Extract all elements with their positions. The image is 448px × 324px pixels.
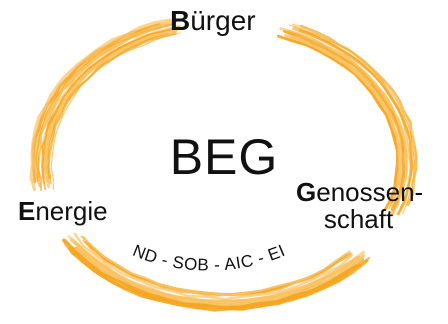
brush-stroke xyxy=(80,235,351,296)
brush-stroke xyxy=(68,247,369,312)
word-genossenschaft: Genossen- schaft xyxy=(296,177,424,235)
word-genossenschaft-line2: schaft xyxy=(323,204,394,235)
regions-label: ND - SOB - AIC - EI xyxy=(130,241,288,275)
brush-stroke xyxy=(73,232,353,301)
brush-stroke xyxy=(63,238,358,309)
ring-segment-upper-right xyxy=(276,23,418,216)
orange-brush-ring xyxy=(29,18,418,312)
ring-segment-bottom xyxy=(62,232,371,312)
word-genossenschaft-initial: G xyxy=(296,177,317,207)
brush-stroke xyxy=(47,32,177,180)
brush-stroke xyxy=(47,33,169,184)
ring-segment-left xyxy=(29,18,182,192)
brush-stroke xyxy=(279,27,409,209)
brush-stroke xyxy=(29,18,172,192)
regions-label-path: ND - SOB - AIC - EI xyxy=(130,241,287,275)
brush-stroke xyxy=(41,25,181,191)
brush-stroke xyxy=(288,24,416,215)
word-energie-initial: E xyxy=(18,196,36,226)
brush-stroke xyxy=(289,35,401,206)
brush-stroke xyxy=(82,239,353,297)
word-genossenschaft-rest: enossen- xyxy=(316,177,424,207)
brush-stroke xyxy=(77,247,359,303)
word-buerger-rest: ürger xyxy=(190,5,256,36)
brush-stroke xyxy=(284,37,399,203)
brush-stroke xyxy=(299,28,414,216)
word-energie-rest: nergie xyxy=(35,196,108,226)
brush-stroke xyxy=(283,29,405,211)
word-buerger-initial: B xyxy=(170,5,191,36)
logo-center-text: BEG xyxy=(169,129,279,185)
word-buerger: Bürger xyxy=(170,7,256,35)
brush-stroke xyxy=(35,23,173,182)
word-energie: Energie xyxy=(18,198,108,224)
